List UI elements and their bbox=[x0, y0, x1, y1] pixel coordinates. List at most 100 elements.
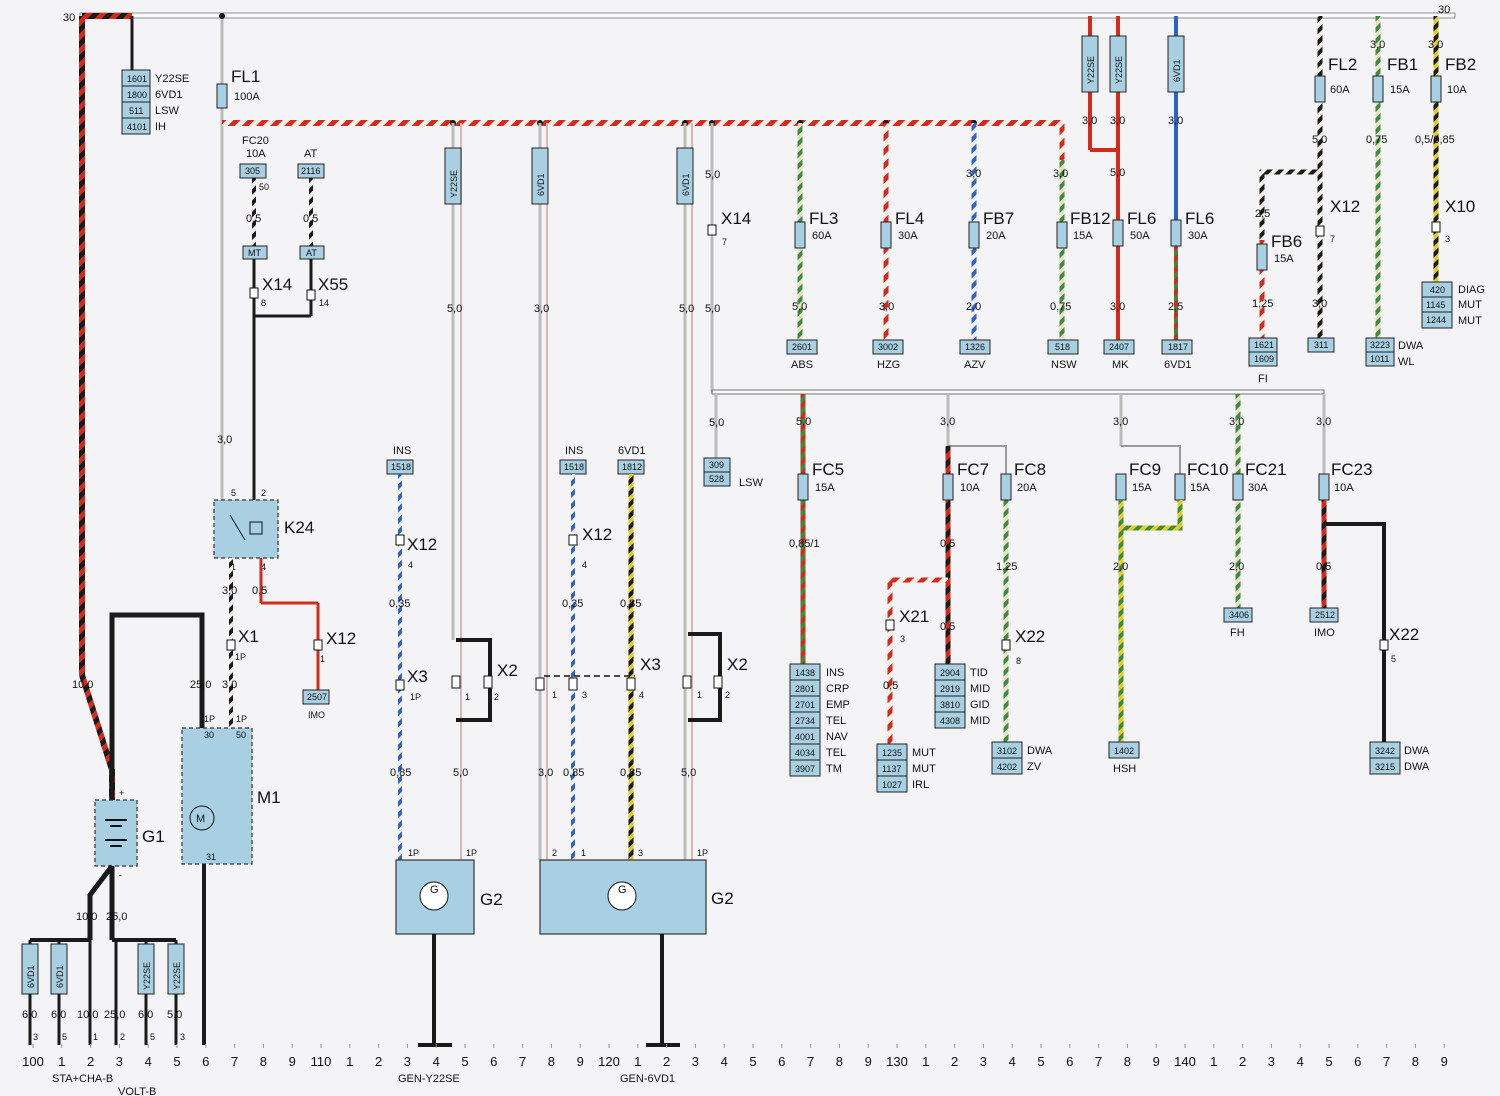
fuse-label: FB6 bbox=[1271, 232, 1302, 251]
ruler-tick: 1 bbox=[634, 1054, 641, 1069]
ruler-tick: 5 bbox=[461, 1054, 468, 1069]
ruler-tick: 3 bbox=[980, 1054, 987, 1069]
wire-size: 3,0 bbox=[1110, 115, 1125, 127]
ruler-tick: 2 bbox=[87, 1054, 94, 1069]
ref-code: 2507 bbox=[307, 692, 327, 702]
ref-code: 2116 bbox=[301, 166, 320, 176]
connector-label: X3 bbox=[640, 655, 661, 674]
connector-pin: 8 bbox=[261, 298, 266, 308]
ruler-tick: 140 bbox=[1174, 1054, 1196, 1069]
ref-code: 1244 bbox=[1426, 315, 1446, 325]
fuse-label: FL3 bbox=[809, 209, 838, 228]
fuse-label: FL4 bbox=[895, 209, 924, 228]
connector-label: X14 bbox=[262, 275, 292, 294]
component-label: G1 bbox=[142, 827, 165, 846]
pin: 31 bbox=[206, 852, 216, 862]
connector-pin: 4 bbox=[639, 690, 644, 700]
ref-code: 2701 bbox=[795, 700, 815, 710]
fuse-label: FB7 bbox=[983, 209, 1014, 228]
ruler-tick: 6 bbox=[778, 1054, 785, 1069]
fuse-label: FC8 bbox=[1014, 460, 1046, 479]
tag: 6VD1 bbox=[681, 173, 691, 196]
ruler-tick: 1 bbox=[346, 1054, 353, 1069]
tag: Y22SE bbox=[1086, 56, 1096, 84]
ref-name: DWA bbox=[1404, 761, 1430, 773]
wire-size: 50 bbox=[259, 182, 269, 192]
connector-pin: 4 bbox=[408, 560, 413, 570]
wire-size: 0,75 bbox=[1050, 301, 1071, 313]
fuse-fb1: FB1 15A 3,0 0,75 3223 1011 DWA WL bbox=[1365, 16, 1424, 368]
ruler-tick: 5 bbox=[173, 1054, 180, 1069]
wire-size: 3,0 bbox=[538, 767, 553, 779]
ref-code: 3002 bbox=[878, 342, 898, 352]
connector-label: X2 bbox=[497, 661, 518, 680]
fuse-rating: 30A bbox=[898, 230, 918, 242]
fuse-label: FB2 bbox=[1445, 55, 1476, 74]
caption-sta: STA+CHA-B bbox=[52, 1073, 113, 1085]
fuse-rating: 15A bbox=[1190, 482, 1210, 494]
fuse-label: FL6 bbox=[1127, 209, 1156, 228]
ref-name: AZV bbox=[964, 359, 986, 371]
ref-name: TEL bbox=[826, 747, 846, 759]
fuse-label: FC9 bbox=[1129, 460, 1161, 479]
component-label: K24 bbox=[284, 518, 314, 537]
ruler-tick: 4 bbox=[721, 1054, 728, 1069]
ref-code: 4034 bbox=[795, 748, 815, 758]
ref-code: 305 bbox=[245, 166, 260, 176]
bus-red-white bbox=[222, 120, 1065, 160]
wire-size: 3,0 bbox=[1316, 416, 1331, 428]
fc20-group: FC20 10A 305 50 AT 2116 0,5 0,5 MT AT X1… bbox=[239, 135, 348, 500]
ref-name: ZV bbox=[1027, 761, 1042, 773]
ref-code: 1601 bbox=[127, 74, 147, 84]
fuse-rating: 10A bbox=[960, 482, 980, 494]
tag: Y22SE bbox=[1114, 56, 1124, 84]
wire-size: 0,5 bbox=[303, 213, 318, 225]
pin: 1P bbox=[236, 714, 247, 724]
fuse-rating: 100A bbox=[234, 91, 260, 103]
connector-pin: 1 bbox=[465, 692, 470, 702]
pin: + bbox=[119, 788, 124, 798]
fuse-rating: 15A bbox=[1390, 84, 1410, 96]
wire-size: 0,35 bbox=[389, 598, 410, 610]
ruler-tick: 1 bbox=[1210, 1054, 1217, 1069]
connector-label: X1 bbox=[238, 627, 259, 646]
ref-name: ABS bbox=[791, 359, 813, 371]
ruler-tick: 6 bbox=[202, 1054, 209, 1069]
fuse-rating: 30A bbox=[1188, 230, 1208, 242]
fuse-rating: 30A bbox=[1248, 482, 1268, 494]
pin: 3 bbox=[638, 848, 643, 858]
wire-size: 3,0 bbox=[1053, 168, 1068, 180]
ruler-tick: 7 bbox=[519, 1054, 526, 1069]
wire-size: 0,5/0,85 bbox=[1415, 134, 1455, 146]
wire-size: 0,5 bbox=[246, 213, 261, 225]
rail-30-right: 30 bbox=[1438, 4, 1450, 16]
pin: 1P bbox=[204, 714, 215, 724]
wire-size: 2,0 bbox=[966, 301, 981, 313]
tag: AT bbox=[306, 248, 317, 258]
fuse-rating: 60A bbox=[1330, 84, 1350, 96]
fuse-rating: 20A bbox=[1017, 482, 1037, 494]
ruler-tick: 8 bbox=[1412, 1054, 1419, 1069]
wire-size: 3,0 bbox=[966, 168, 981, 180]
fuse-label: FC21 bbox=[1245, 460, 1287, 479]
pin: 1P bbox=[466, 848, 477, 858]
wire-size: 5,0 bbox=[1110, 167, 1125, 179]
ref-name: TID bbox=[970, 667, 988, 679]
ref-name: EMP bbox=[826, 699, 850, 711]
distribution-bottom-left: 6VD1 6VD1 Y22SE Y22SE 6,0 6,0 10,0 25,0 … bbox=[21, 938, 185, 1045]
ruler-tick: 4 bbox=[1009, 1054, 1016, 1069]
ref-name: 6VD1 bbox=[618, 445, 646, 457]
wire-size: 3,0 bbox=[1370, 39, 1385, 51]
ref-code: 1518 bbox=[564, 462, 584, 472]
wire-size: 0,85/1 bbox=[789, 538, 820, 550]
ruler-tick: 8 bbox=[1124, 1054, 1131, 1069]
ref-name: CRP bbox=[826, 683, 849, 695]
ref-code: 3810 bbox=[940, 700, 960, 710]
wire-size: 3,0 bbox=[1428, 39, 1443, 51]
ref-name: INS bbox=[826, 667, 844, 679]
wire-size: 2,5 bbox=[1168, 301, 1183, 313]
fuse-rating: 15A bbox=[1073, 230, 1093, 242]
ref-name: LSW bbox=[155, 105, 179, 117]
ruler-tick: 2 bbox=[1239, 1054, 1246, 1069]
fc5-list: 1438 2801 2701 2734 4001 4034 3907 INS C… bbox=[790, 667, 850, 775]
